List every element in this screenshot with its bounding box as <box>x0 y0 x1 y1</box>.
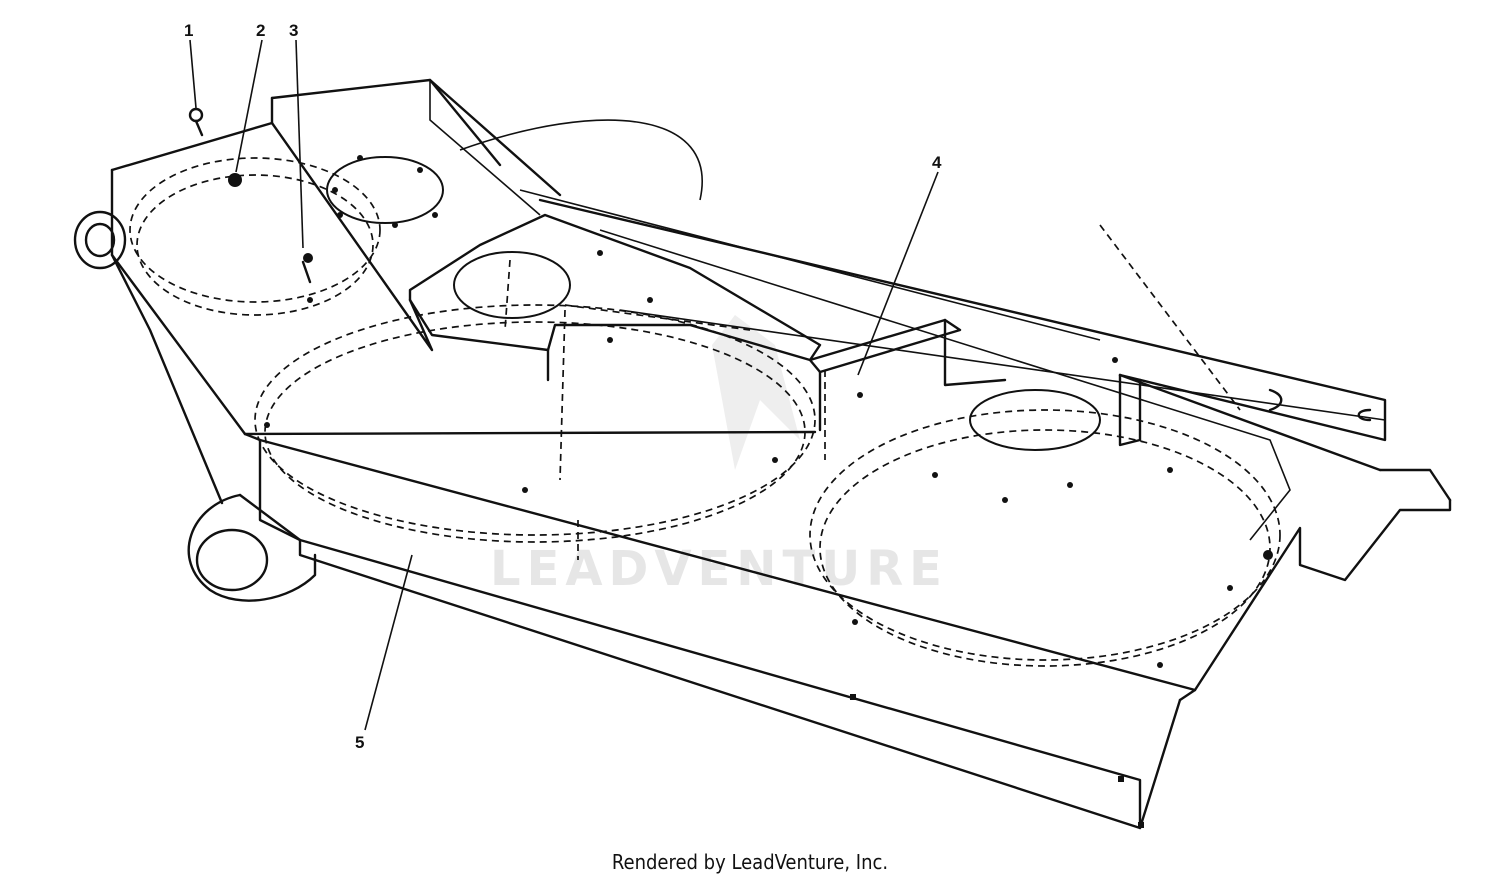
callout-2: 2 <box>235 21 265 173</box>
callout-label-3: 3 <box>289 21 298 40</box>
callout-label-2: 2 <box>256 21 265 40</box>
callout-label-5: 5 <box>355 733 364 752</box>
callout-label-1: 1 <box>184 21 193 40</box>
callout-label-4: 4 <box>932 153 942 172</box>
callout-4: 4 <box>857 153 942 376</box>
callout-5: 5 <box>355 554 413 752</box>
spindle-openings <box>326 156 1101 451</box>
fastener-holes <box>228 155 1372 828</box>
render-credit-caption: Rendered by LeadVenture, Inc. <box>611 850 889 874</box>
mounting-ring <box>73 210 127 270</box>
drive-belt <box>459 119 1291 541</box>
deck-housing <box>110 78 1452 830</box>
callout-3: 3 <box>289 21 312 284</box>
discharge-chute <box>187 493 317 602</box>
leadventure-watermark: LEADVENTURE <box>490 315 948 597</box>
callout-1: 1 <box>184 21 204 137</box>
watermark-text: LEADVENTURE <box>490 541 948 597</box>
blade-paths <box>129 157 1281 667</box>
